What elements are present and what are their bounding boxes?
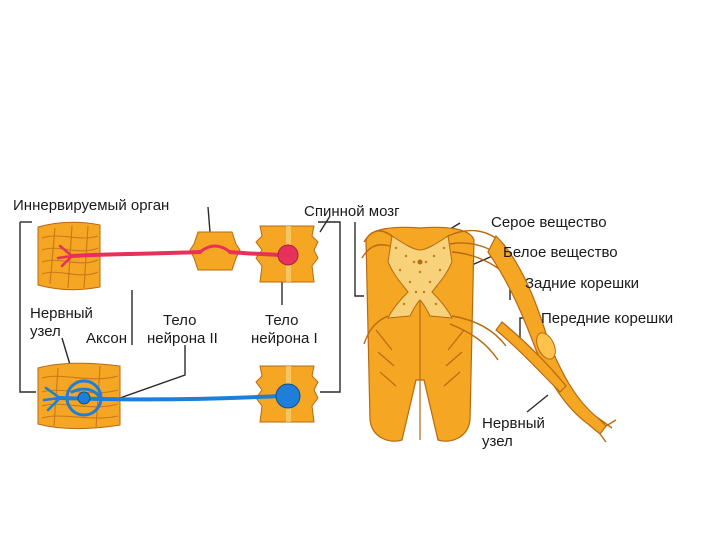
sensory-ganglion-loop (198, 244, 232, 254)
label-innervated-organ: Иннервируемый орган (13, 197, 169, 214)
leader-spinal (319, 215, 331, 233)
spinal-cord-section (365, 226, 475, 442)
label-spinal-cord: Спинной мозг (304, 203, 400, 220)
spinal-ganglion (536, 332, 556, 360)
sensory-receptor (56, 244, 74, 268)
ganglion-top (189, 231, 241, 271)
label-ventral-roots: Передние корешки (541, 310, 673, 327)
label-dorsal-roots: Задние корешки (525, 275, 639, 292)
label-neuron1-line2: нейрона I (251, 330, 318, 347)
neuron-body-red (277, 244, 299, 266)
label-neuron2-line1: Тело (163, 312, 196, 329)
sensory-axon-proximal (228, 250, 282, 257)
label-neuron1-line1: Тело (265, 312, 298, 329)
ventral-roots (363, 315, 507, 361)
ganglion-neuron-body (77, 391, 91, 405)
neuron-body-blue (275, 383, 301, 409)
bracket-left (19, 222, 36, 393)
label-ganglion-right-1: Нервный (482, 415, 545, 432)
spinal-nerve (487, 234, 617, 443)
label-neuron2-line2: нейрона II (147, 330, 218, 347)
label-ganglion-left-1: Нервный (30, 305, 93, 322)
leader-neuron2 (119, 345, 186, 399)
label-gray-matter: Серое вещество (491, 214, 607, 231)
sensory-neuron (56, 244, 282, 268)
label-white-matter: Белое вещество (503, 244, 618, 261)
motor-terminal (42, 386, 62, 412)
label-ganglion-left-2: узел (30, 323, 61, 340)
leader-ganglion-right (526, 394, 549, 413)
label-axon: Аксон (86, 330, 127, 347)
leader-organ (207, 206, 211, 233)
sensory-axon-distal (70, 250, 202, 258)
bracket-right (318, 221, 341, 393)
spinal-bracket (354, 222, 364, 297)
label-ganglion-right-2: узел (482, 433, 513, 450)
